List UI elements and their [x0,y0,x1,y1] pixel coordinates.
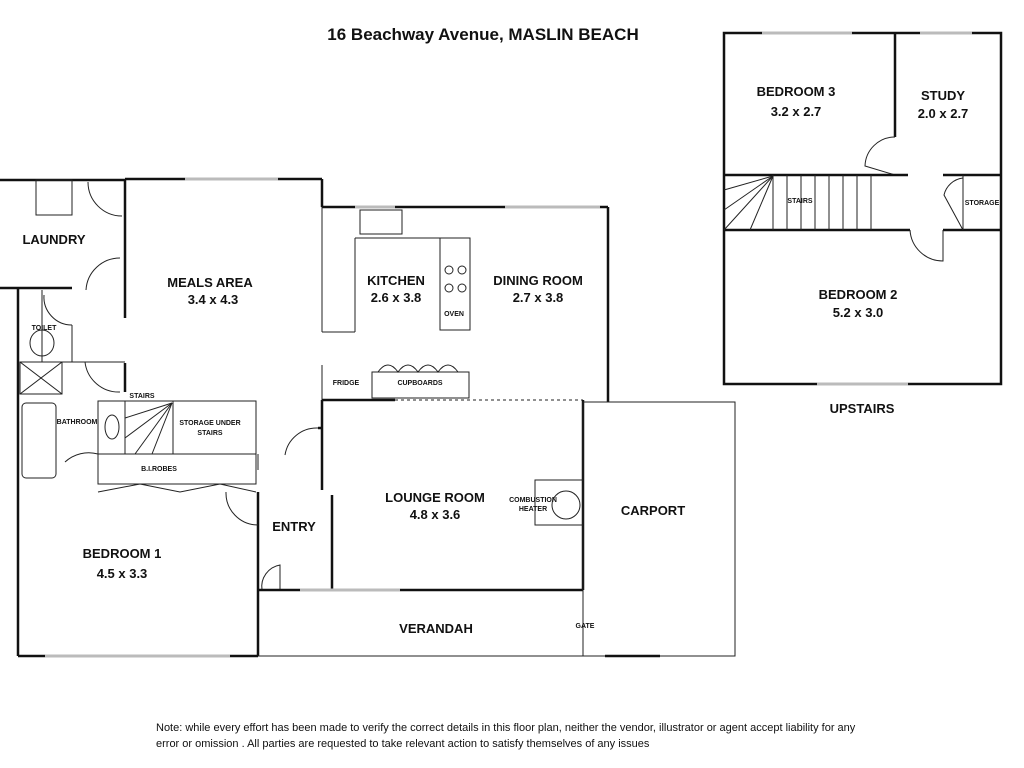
storage-label: STORAGE [965,200,1000,207]
meals-area-label: MEALS AREA [167,275,253,290]
bathroom-label: BATHROOM [57,419,98,426]
plan-title: 16 Beachway Avenue, MASLIN BEACH [327,25,638,44]
disclaimer-line-1: Note: while every effort has been made t… [156,722,856,734]
upstairs-label: UPSTAIRS [830,401,895,416]
upstairs-stairs-label: STAIRS [787,198,812,205]
laundry-label: LAUNDRY [22,232,85,247]
kitchen-size: 2.6 x 3.8 [371,290,422,305]
entry-label: ENTRY [272,519,316,534]
storage-under-stairs-label-2: STAIRS [197,430,222,437]
ground-floor-walls [0,177,736,658]
carport-label: CARPORT [621,503,685,518]
upstairs-walls [722,31,1003,386]
verandah-label: VERANDAH [399,621,473,636]
lounge-room-size: 4.8 x 3.6 [410,507,461,522]
disclaimer-line-2: error or omission . All parties are requ… [156,738,650,750]
oven-label: OVEN [444,311,464,318]
bedroom2-size: 5.2 x 3.0 [833,305,884,320]
bedroom1-size: 4.5 x 3.3 [97,566,148,581]
cupboards-label: CUPBOARDS [397,380,442,387]
bedroom2-label: BEDROOM 2 [819,287,898,302]
dining-room-size: 2.7 x 3.8 [513,290,564,305]
bedroom1-label: BEDROOM 1 [83,546,162,561]
heater-label-2: HEATER [519,506,547,513]
stairs-label: STAIRS [129,393,154,400]
bedroom3-label: BEDROOM 3 [757,84,836,99]
storage-under-stairs-label-1: STORAGE UNDER [179,420,240,427]
robes-label: B.I.ROBES [141,466,177,473]
gate-label: GATE [576,623,595,630]
dining-room-label: DINING ROOM [493,273,583,288]
fridge-label: FRIDGE [333,380,360,387]
study-label: STUDY [921,88,965,103]
heater-label-1: COMBUSTION [509,497,557,504]
lounge-room-label: LOUNGE ROOM [385,490,485,505]
meals-area-size: 3.4 x 4.3 [188,292,239,307]
bedroom3-size: 3.2 x 2.7 [771,104,822,119]
study-size: 2.0 x 2.7 [918,106,969,121]
toilet-label: TOILET [32,325,57,332]
kitchen-label: KITCHEN [367,273,425,288]
